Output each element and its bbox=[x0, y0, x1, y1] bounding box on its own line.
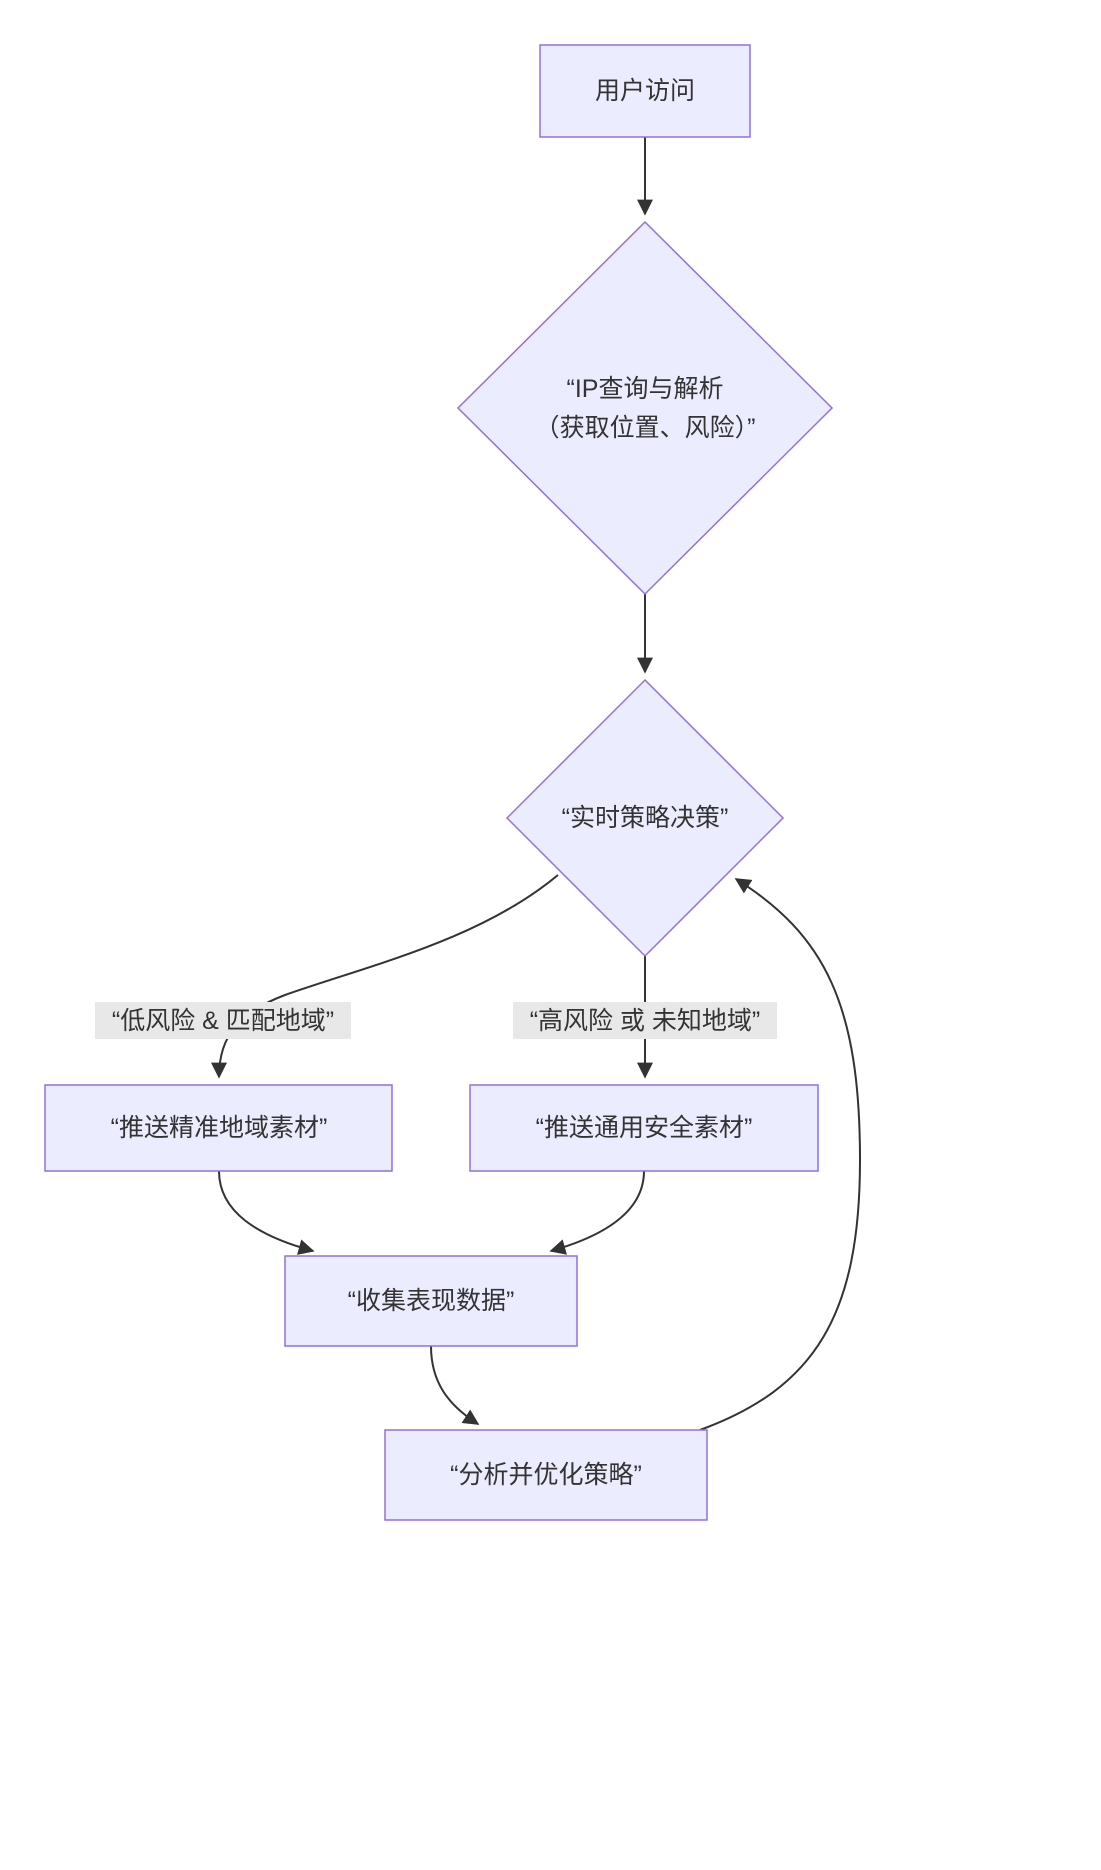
edge-decision-to-regional bbox=[211, 874, 559, 1079]
node-ip-query-label-line1: “IP查询与解析 bbox=[567, 375, 724, 403]
node-realtime-decision-shape bbox=[505, 678, 785, 958]
edge-label-high-risk: “高风险 或 未知地域” bbox=[513, 1002, 777, 1039]
edge-label-text: “低风险 & 匹配地域” bbox=[112, 1007, 334, 1035]
node-analyze-optimize-label: “分析并优化策略” bbox=[450, 1461, 642, 1489]
node-realtime-decision-label: “实时策略决策” bbox=[562, 804, 729, 832]
node-ip-query: “IP查询与解析 （获取位置、风险）” bbox=[456, 220, 834, 596]
node-ip-query-shape bbox=[456, 220, 834, 596]
node-collect-data: “收集表现数据” bbox=[284, 1255, 578, 1347]
node-ip-query-label-line2: （获取位置、风险）” bbox=[535, 414, 756, 442]
node-collect-data-shape bbox=[284, 1255, 578, 1347]
node-user-visit: 用户访问 bbox=[539, 44, 751, 138]
edge-label-bg bbox=[513, 1002, 777, 1039]
edge-label-text: “高风险 或 未知地域” bbox=[530, 1007, 761, 1035]
node-analyze-optimize-shape bbox=[384, 1429, 708, 1521]
node-push-regional-shape bbox=[44, 1084, 393, 1172]
node-push-generic: “推送通用安全素材” bbox=[469, 1084, 819, 1172]
node-user-visit-label: 用户访问 bbox=[595, 77, 695, 105]
edge-group bbox=[211, 137, 862, 1431]
edge-label-bg bbox=[95, 1002, 351, 1039]
node-realtime-decision: “实时策略决策” bbox=[505, 678, 785, 958]
node-push-generic-label: “推送通用安全素材” bbox=[536, 1114, 753, 1142]
node-push-regional-label: “推送精准地域素材” bbox=[111, 1114, 328, 1142]
node-push-generic-shape bbox=[469, 1084, 819, 1172]
node-user-visit-shape bbox=[539, 44, 751, 138]
edge-collect-to-analyze bbox=[430, 1345, 480, 1425]
edge-label-low-risk: “低风险 & 匹配地域” bbox=[95, 1002, 351, 1039]
node-collect-data-label: “收集表现数据” bbox=[348, 1287, 515, 1315]
edge-generic-to-collect bbox=[549, 1170, 645, 1255]
node-analyze-optimize: “分析并优化策略” bbox=[384, 1429, 708, 1521]
edge-analyze-to-decision-loop bbox=[699, 878, 862, 1431]
edge-regional-to-collect bbox=[218, 1170, 315, 1255]
node-push-regional: “推送精准地域素材” bbox=[44, 1084, 393, 1172]
